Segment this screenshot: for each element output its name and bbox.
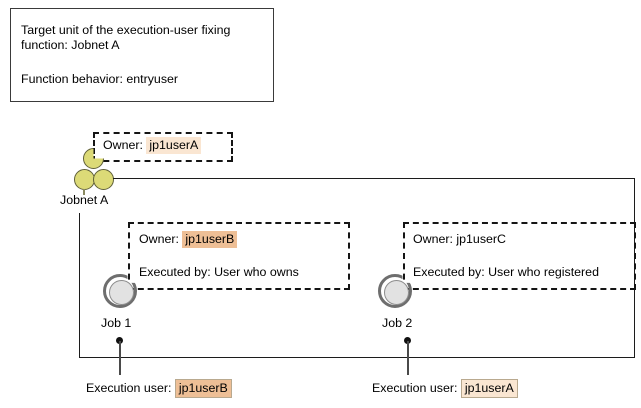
job1-owner-label: Owner: — [139, 232, 179, 246]
job2-owner-row: Owner: jp1userC — [413, 232, 506, 246]
job2-owner-value: jp1userC — [456, 232, 506, 246]
execution-user-2-label: Execution user: — [372, 381, 458, 395]
job1-leader-dot — [116, 337, 123, 344]
job1-executed-value: User who owns — [214, 265, 299, 279]
description-target-unit-text: Target unit of the execution-user fixing… — [21, 23, 231, 52]
jobnet-circle-left-icon — [74, 169, 95, 190]
job2-icon[interactable] — [378, 274, 412, 308]
execution-user-2-row: Execution user: jp1userA — [372, 379, 518, 398]
execution-user-2-value: jp1userA — [460, 379, 518, 398]
jobnet-circle-right-icon — [93, 169, 114, 190]
bottom-horizontal-connector — [79, 357, 635, 358]
execution-user-1-label: Execution user: — [86, 381, 172, 395]
left-vertical-connector — [79, 213, 80, 358]
jobnet-owner-callout — [93, 132, 233, 162]
job1-ring-icon — [103, 274, 137, 308]
job2-leader-line — [407, 341, 409, 375]
jobnet-owner-label: Owner: — [103, 138, 143, 152]
job2-callout — [403, 222, 636, 290]
job1-executed-label: Executed by: — [139, 265, 211, 279]
jobnet-horizontal-connector — [113, 178, 635, 179]
jobnet-icon-stub — [83, 189, 85, 195]
job1-leader-line — [119, 341, 121, 375]
execution-user-1-row: Execution user: jp1userB — [86, 379, 232, 398]
job2-executed-label: Executed by: — [413, 265, 485, 279]
job2-disc-icon — [384, 280, 409, 305]
jobnet-owner-row: Owner: jp1userA — [103, 137, 202, 154]
jobnet-icon[interactable] — [74, 148, 120, 192]
job1-owner-value: jp1userB — [182, 231, 238, 248]
jobnet-circle-top-icon — [83, 148, 104, 169]
job2-owner-label: Owner: — [413, 232, 453, 246]
job1-callout — [128, 222, 350, 290]
job1-executed-row: Executed by: User who owns — [139, 265, 299, 279]
job2-executed-row: Executed by: User who registered — [413, 265, 599, 279]
job1-icon[interactable] — [103, 274, 137, 308]
job1-label: Job 1 — [101, 316, 132, 330]
description-function-behavior-text: Function behavior: entryuser — [21, 72, 179, 86]
execution-user-1-value: jp1userB — [174, 379, 232, 398]
job1-owner-row: Owner: jp1userB — [139, 231, 238, 248]
jobnet-owner-value: jp1userA — [146, 137, 202, 154]
job2-executed-value: User who registered — [488, 265, 599, 279]
job2-label: Job 2 — [382, 316, 413, 330]
job2-ring-icon — [378, 274, 412, 308]
description-box — [10, 8, 274, 102]
jobnet-label: Jobnet A — [60, 193, 109, 207]
job2-leader-dot — [404, 337, 411, 344]
job1-disc-icon — [109, 280, 134, 305]
